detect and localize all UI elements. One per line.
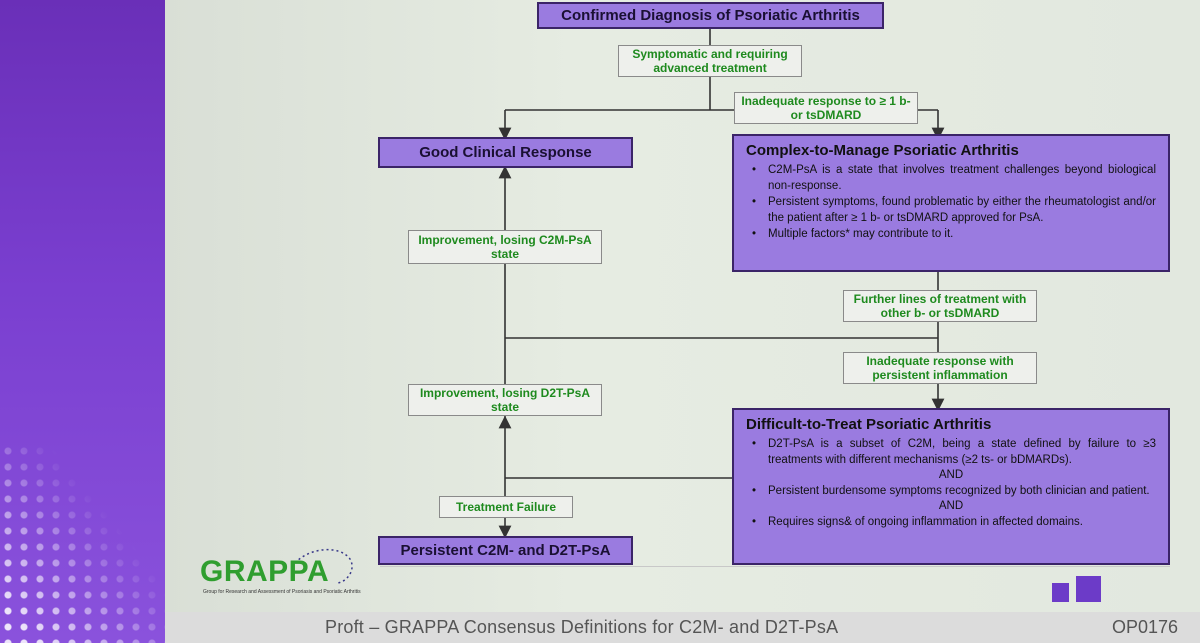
label-improvement-d2t: Improvement, losing D2T-PsA state — [408, 384, 602, 416]
c2m-box: Complex-to-Manage Psoriatic Arthritis C2… — [732, 134, 1170, 272]
d2t-bullet-3: Requires signs& of ongoing inflammation … — [746, 514, 1156, 530]
good-response-box: Good Clinical Response — [378, 137, 633, 168]
c2m-bullet-1: C2M-PsA is a state that involves treatme… — [746, 162, 1156, 194]
d2t-and-1: AND — [938, 469, 964, 481]
c2m-bullet-3: Multiple factors* may contribute to it. — [746, 226, 1156, 242]
label-inadequate-response-2: Inadequate response with persistent infl… — [843, 352, 1037, 384]
logo-word: GRAPPA — [200, 555, 330, 588]
good-response-title: Good Clinical Response — [419, 144, 592, 161]
c2m-bullet-2: Persistent symptoms, found problematic b… — [746, 194, 1156, 226]
side-panel — [0, 0, 165, 643]
logo-swoosh-icon — [294, 548, 353, 584]
persistent-title: Persistent C2M- and D2T-PsA — [400, 542, 611, 559]
top-diagnosis-box: Confirmed Diagnosis of Psoriatic Arthrit… — [537, 2, 884, 29]
d2t-bullet-2: Persistent burdensome symptoms recognize… — [746, 483, 1156, 499]
label-inadequate-response-1: Inadequate response to ≥ 1 b- or tsDMARD — [734, 92, 918, 124]
decor-square-large — [1076, 576, 1101, 602]
logo-tagline: Group for Research and Assessment of Pso… — [203, 589, 361, 595]
footer-code: OP0176 — [1111, 617, 1178, 637]
footer-caption: Proft – GRAPPA Consensus Definitions for… — [325, 617, 839, 637]
grappa-logo: GRAPPA Group for Research and Assessment… — [200, 545, 361, 605]
label-improvement-c2m: Improvement, losing C2M-PsA state — [408, 230, 602, 264]
label-symptomatic: Symptomatic and requiring advanced treat… — [618, 45, 802, 77]
d2t-and-2: AND — [938, 500, 964, 512]
d2t-bullet-1: D2T-PsA is a subset of C2M, being a stat… — [746, 436, 1156, 468]
d2t-box: Difficult-to-Treat Psoriatic Arthritis D… — [732, 408, 1170, 565]
persistent-box: Persistent C2M- and D2T-PsA — [378, 536, 633, 565]
hex-dot-pattern — [0, 443, 165, 643]
d2t-title: Difficult-to-Treat Psoriatic Arthritis — [746, 416, 992, 433]
c2m-title: Complex-to-Manage Psoriatic Arthritis — [746, 142, 1019, 159]
caption-bar — [165, 612, 1200, 643]
footer-divider — [380, 566, 1170, 567]
label-treatment-failure: Treatment Failure — [439, 496, 573, 518]
label-further-lines: Further lines of treatment with other b-… — [843, 290, 1037, 322]
top-diagnosis-title: Confirmed Diagnosis of Psoriatic Arthrit… — [561, 7, 860, 24]
decor-square-small — [1052, 583, 1069, 602]
